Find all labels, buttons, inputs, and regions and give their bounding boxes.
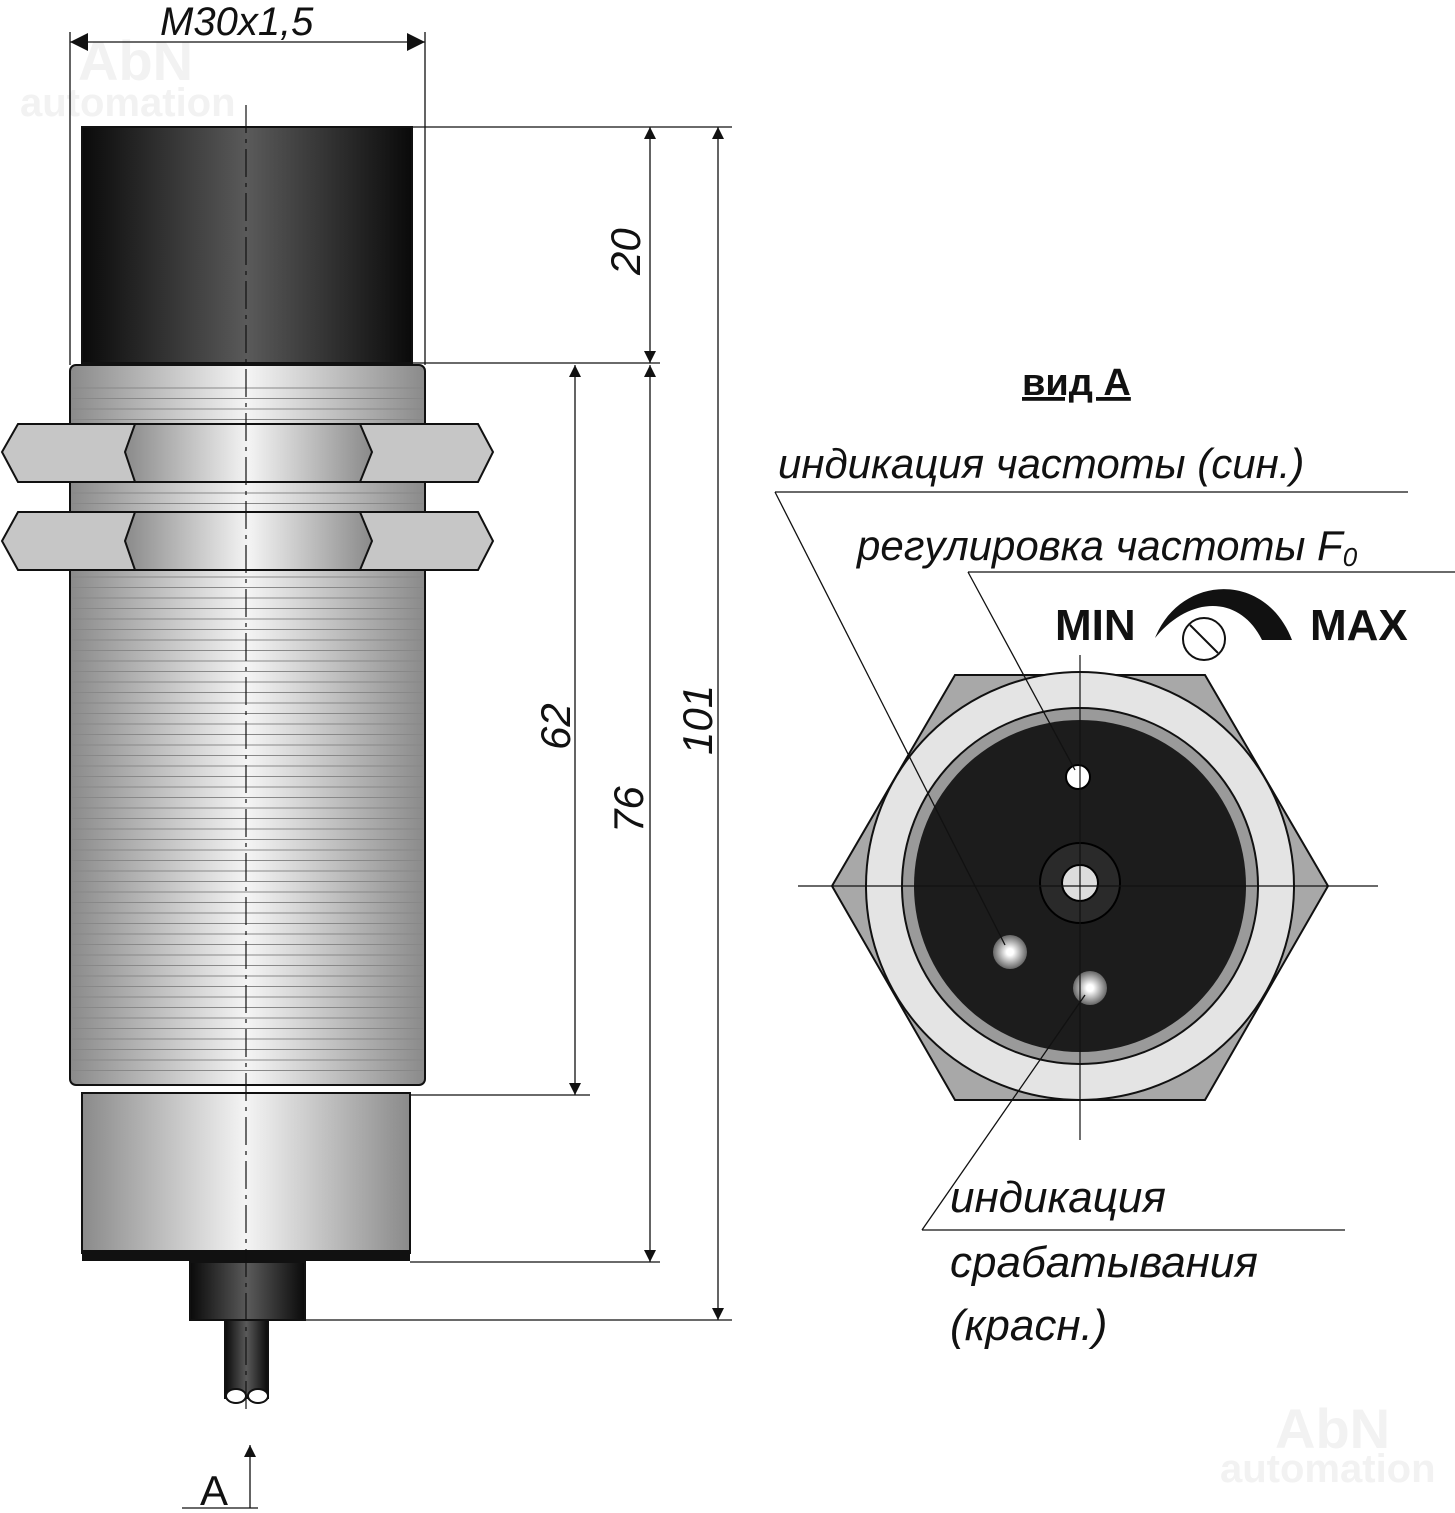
svg-text:automation: automation <box>20 81 236 125</box>
frequency-adjust-screw-hole <box>1065 764 1091 790</box>
svg-text:A: A <box>200 1467 228 1513</box>
view-a-marker: A <box>182 1445 258 1513</box>
nut-upper <box>0 423 495 483</box>
nut-lower <box>0 511 495 571</box>
trigger-led <box>1073 971 1107 1005</box>
frequency-adjust-label: регулировка частоты F0 <box>855 522 1358 572</box>
svg-text:индикация: индикация <box>950 1173 1166 1222</box>
view-a-face <box>798 655 1378 1140</box>
dimension-62-label: 62 <box>532 703 579 750</box>
max-label: MAX <box>1310 601 1408 650</box>
trigger-indication-label: индикация срабатывания (красн.) <box>950 1173 1258 1350</box>
svg-text:automation: automation <box>1220 1447 1436 1491</box>
dimension-76-label: 76 <box>605 786 652 833</box>
svg-text:срабатывания: срабатывания <box>950 1238 1258 1287</box>
frequency-led <box>993 935 1027 969</box>
dimension-lines <box>69 32 732 1321</box>
svg-text:(красн.): (красн.) <box>950 1301 1107 1350</box>
adjust-dial-icon <box>1155 589 1292 661</box>
frequency-indication-label: индикация частоты (син.) <box>778 440 1304 487</box>
sensor-side-view <box>0 105 495 1410</box>
watermark-bottom: AbN automation <box>1220 1397 1436 1491</box>
dimension-20-label: 20 <box>602 228 649 276</box>
min-label: MIN <box>1055 601 1136 650</box>
view-a-title: вид А <box>1022 362 1131 404</box>
thread-dimension-label: M30x1,5 <box>160 0 314 44</box>
svg-text:AbN: AbN <box>1275 1397 1390 1460</box>
dimension-101-label: 101 <box>674 685 721 755</box>
